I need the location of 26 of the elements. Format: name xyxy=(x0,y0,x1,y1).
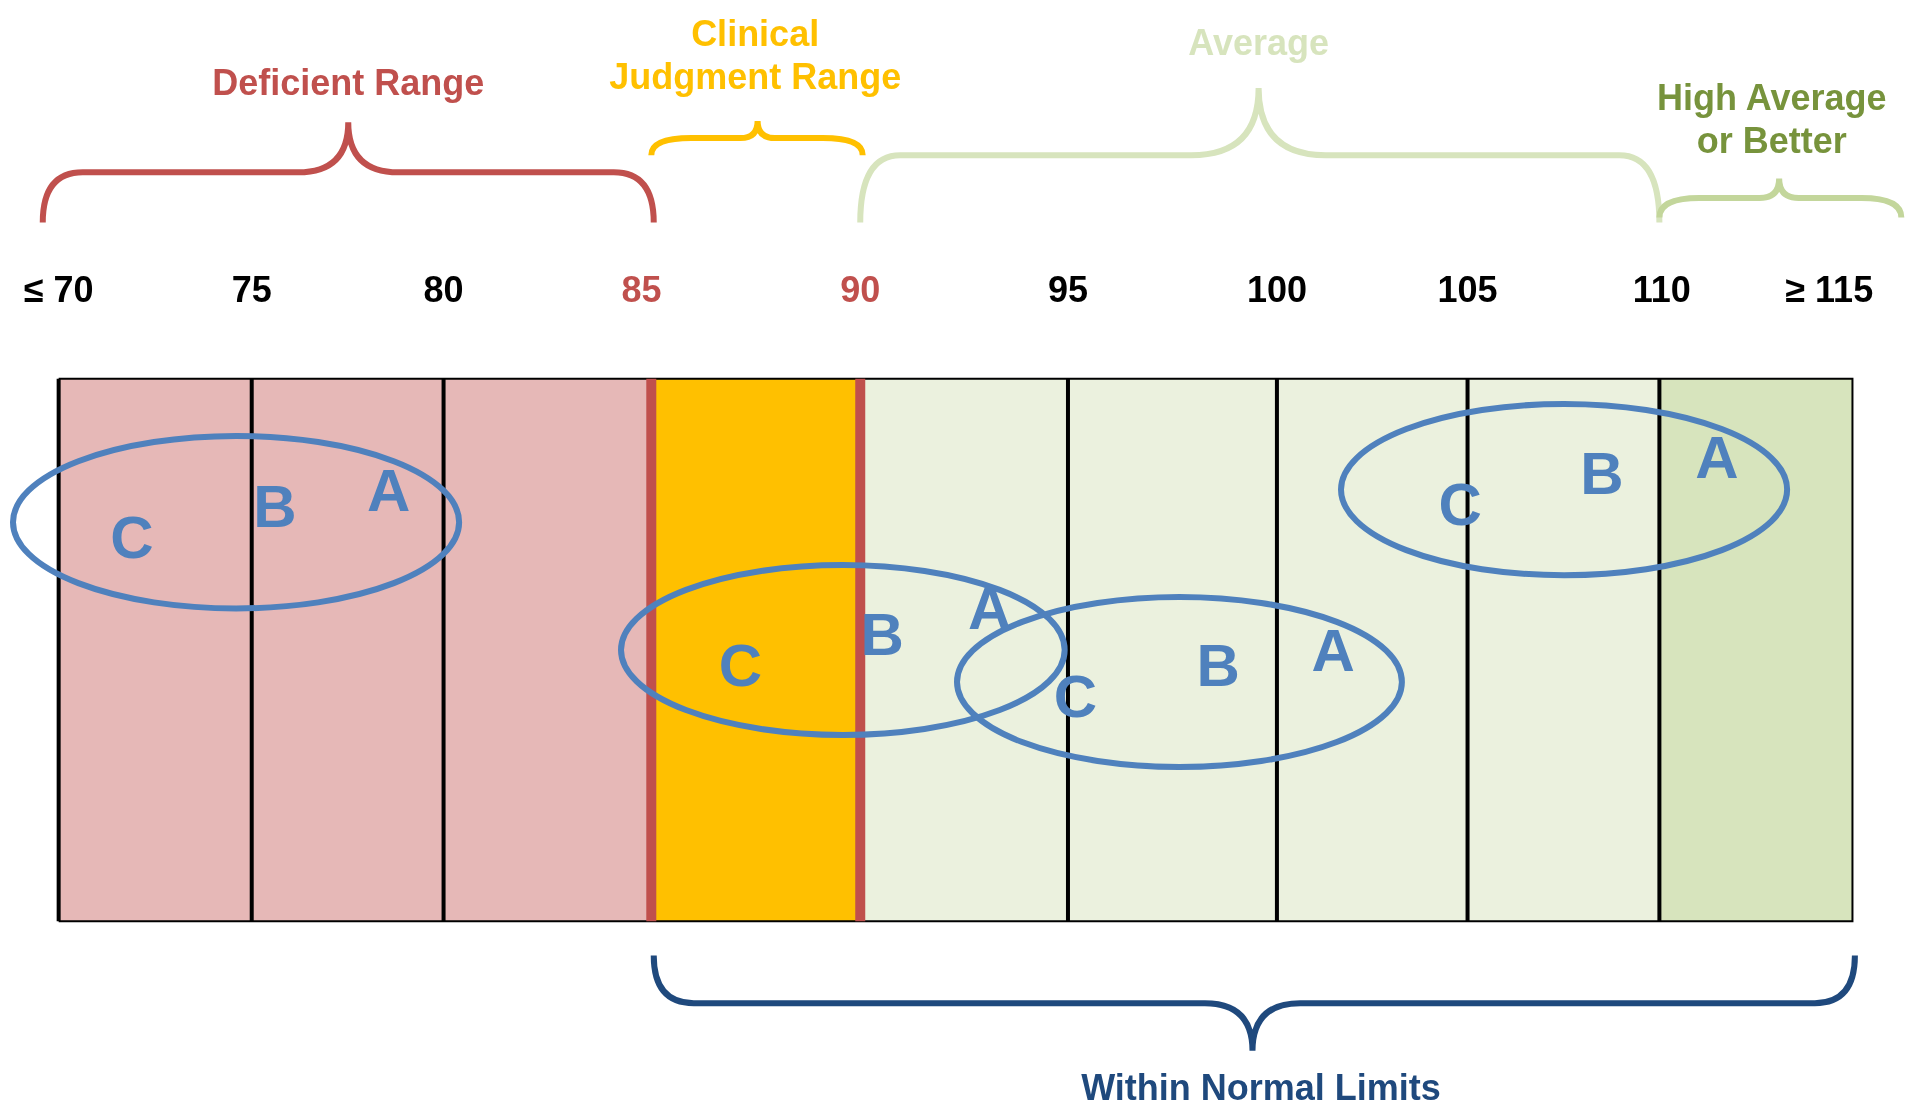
axis-value: 75 xyxy=(231,268,272,312)
axis-value: 95 xyxy=(1047,268,1088,312)
range-label: High Average or Better xyxy=(1656,75,1888,162)
score-ellipse xyxy=(9,432,462,611)
axis-value: 80 xyxy=(423,268,464,312)
axis-value: ≥ 115 xyxy=(1785,268,1874,312)
axis-value: 90 xyxy=(840,268,881,312)
axis-value: 110 xyxy=(1632,268,1691,312)
test-letter: B xyxy=(1580,444,1624,505)
test-letter: A xyxy=(1311,621,1355,682)
range-label: Average xyxy=(1188,21,1329,65)
score-ellipse xyxy=(1338,400,1791,578)
axis-value: 100 xyxy=(1246,268,1307,312)
axis-value: 105 xyxy=(1437,268,1498,312)
range-label: Clinical Judgment Range xyxy=(608,11,903,99)
range-label: Within Normal Limits xyxy=(1081,1065,1441,1109)
range-label: Deficient Range xyxy=(211,61,486,105)
test-letter: B xyxy=(253,477,297,538)
axis-value: ≤ 70 xyxy=(23,268,94,312)
test-letter: B xyxy=(1196,635,1240,696)
test-letter: A xyxy=(1695,428,1739,489)
test-letter: C xyxy=(110,507,154,568)
test-letter: A xyxy=(366,461,411,522)
axis-value: 85 xyxy=(621,268,662,312)
test-letter: A xyxy=(968,578,1012,639)
test-letter: C xyxy=(718,635,763,696)
